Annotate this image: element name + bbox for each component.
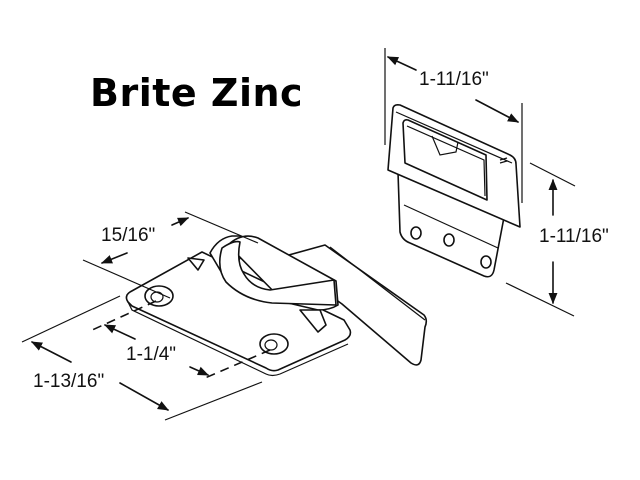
keeper-part xyxy=(384,48,576,317)
lock-depth-label: 15/16" xyxy=(101,225,156,246)
keeper-width-label: 1-11/16" xyxy=(419,69,489,90)
keeper-height-label: 1-11/16" xyxy=(539,226,609,247)
sash-lock-part xyxy=(21,211,428,421)
finish-title: Brite Zinc xyxy=(90,71,304,115)
lock-length-label: 1-13/16" xyxy=(33,371,105,392)
hole-spacing-label: 1-1/4" xyxy=(126,344,177,365)
